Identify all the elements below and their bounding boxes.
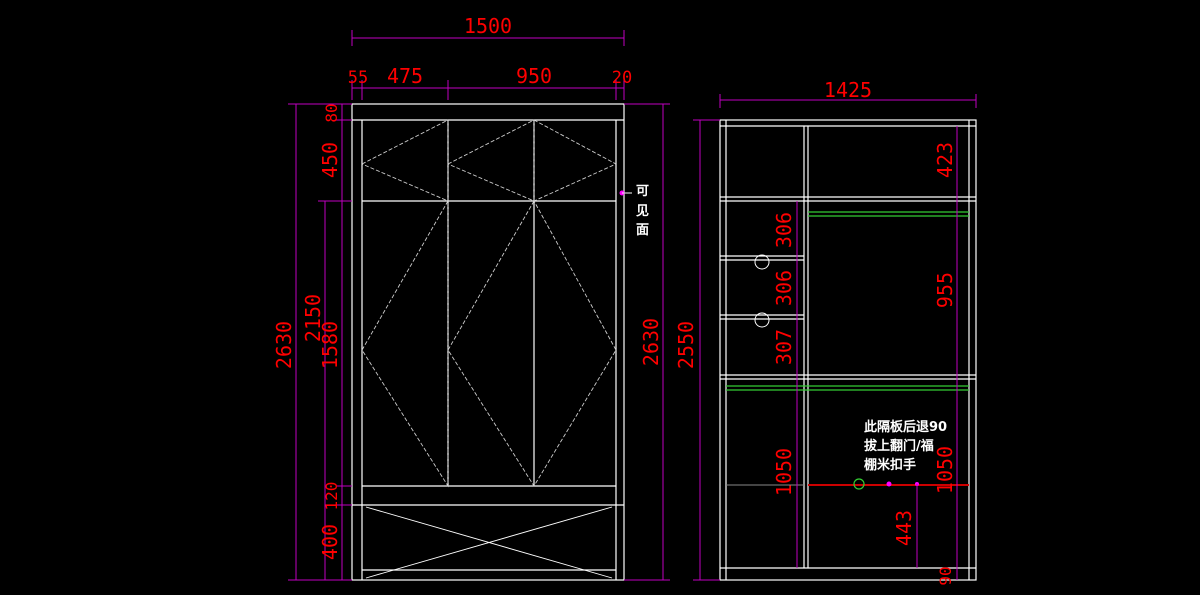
- rail-socket: [853, 478, 865, 490]
- shelf-note-line-3: 棚米扣手: [864, 457, 916, 473]
- shelf-note-line-1: 此隔板后退90: [864, 419, 947, 435]
- side-overall-width: 1425: [824, 78, 872, 102]
- visible-side-note-2: 见: [636, 204, 649, 219]
- front-plinth-rail: 120: [322, 482, 341, 511]
- front-right-gap: 20: [612, 68, 632, 88]
- drawer-3-height: 307: [772, 329, 796, 365]
- drawer-handle-1: [754, 254, 770, 270]
- front-overall-height: 2630: [272, 321, 296, 369]
- front-view: 1500 55 475 950 20 2630 2150 80 450 1580…: [272, 14, 670, 581]
- front-left-gap: 55: [348, 68, 368, 88]
- side-shelf-accents: [726, 211, 969, 391]
- front-right-dimension-lines: [624, 103, 670, 581]
- front-top-dimension-lines: [351, 30, 625, 100]
- side-left-dimension-lines: [693, 119, 720, 581]
- front-top-section: 450: [318, 142, 342, 178]
- drawer-handles: [754, 254, 770, 328]
- front-door-right-width: 950: [516, 64, 552, 88]
- side-right-dimension-lines: [916, 126, 958, 580]
- rail-height: 443: [892, 510, 916, 546]
- side-overall-height: 2550: [674, 321, 698, 369]
- front-right-height: 2630: [639, 318, 663, 366]
- front-door-pattern: [361, 119, 618, 488]
- visible-side-note-1: 可: [636, 184, 649, 199]
- front-drawer-cross: [365, 506, 613, 579]
- drawer-1-height: 306: [772, 212, 796, 248]
- left-lower-height: 1050: [772, 448, 796, 496]
- front-middle-section: 1580: [318, 321, 342, 369]
- side-top-dimension-lines: [719, 94, 977, 108]
- front-top-panel: 80: [322, 103, 341, 122]
- shelf-note-line-2: 拔上翻门/福: [864, 438, 934, 454]
- drawer-2-height: 306: [772, 270, 796, 306]
- front-door-height: 2150: [301, 294, 325, 342]
- side-view: 1425 2550 306 306 307 1050 423 955 1050 …: [674, 78, 977, 586]
- upper-right-height: 423: [933, 142, 957, 178]
- base-height: 90: [936, 566, 955, 585]
- front-door-left-width: 475: [387, 64, 423, 88]
- front-base-drawer: 400: [318, 524, 342, 560]
- side-frame: [719, 119, 977, 581]
- lower-right-height: 1050: [933, 446, 957, 494]
- middle-right-height: 955: [933, 272, 957, 308]
- rail-note-marker: [886, 481, 892, 487]
- front-left-dimension-lines: [288, 103, 352, 581]
- drawer-handle-2: [754, 312, 770, 328]
- visible-side-note-3: 面: [636, 223, 649, 238]
- front-overall-width: 1500: [464, 14, 512, 38]
